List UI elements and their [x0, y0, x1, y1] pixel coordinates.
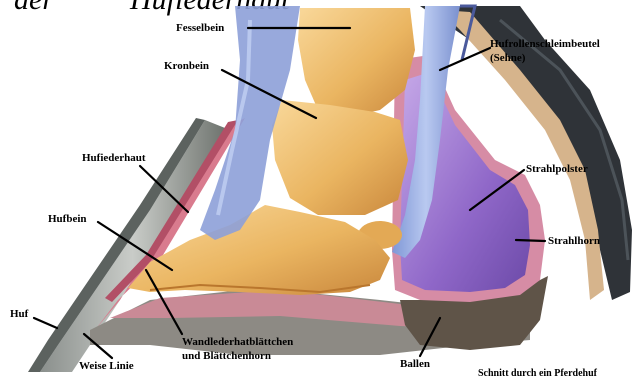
label-ballen: Ballen — [400, 358, 430, 371]
figure-caption: Schnitt durch ein Pferdehuf — [478, 367, 597, 380]
label-weise-linie: Weise Linie — [79, 360, 134, 373]
label-sehne: (Sehne) — [490, 52, 525, 65]
short-pastern-bone — [272, 100, 408, 215]
label-fesselbein: Fesselbein — [176, 22, 224, 35]
label-huf: Huf — [10, 308, 28, 321]
label-blaettchenhorn: und Blättchenhorn — [182, 350, 271, 363]
label-strahlpolster: Strahlpolster — [526, 163, 588, 176]
label-hufiederhaut: Hufiederhaut — [82, 152, 146, 165]
label-hufrollenschleimbeutel: Hufrollenschleimbeutel — [490, 38, 600, 51]
label-kronbein: Kronbein — [164, 60, 209, 73]
leader-strahlhorn — [516, 240, 545, 241]
label-strahlhorn: Strahlhorn — [548, 235, 600, 248]
label-hufbein: Hufbein — [48, 213, 87, 226]
label-wandlederhatblaettchen: Wandlederhatblättchen — [182, 336, 293, 349]
leader-huf — [34, 318, 57, 328]
